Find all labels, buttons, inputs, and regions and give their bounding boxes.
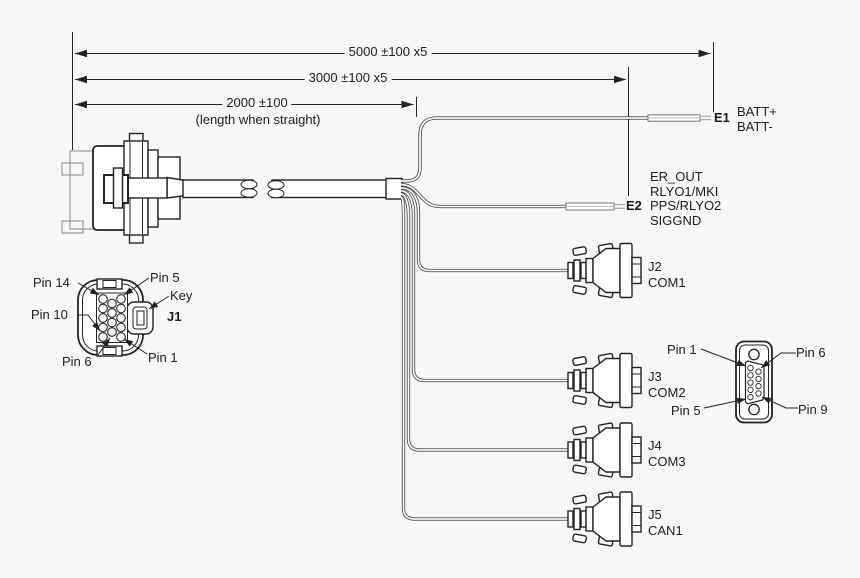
- j1-pin14-label: Pin 14: [33, 275, 70, 290]
- e2-stripped-end: [565, 202, 625, 211]
- dsub-pins: [747, 364, 762, 401]
- j1-key-label: Key: [170, 288, 193, 303]
- j2-dsub-side-view: [567, 242, 642, 299]
- dsub-pin6-label: Pin 6: [796, 345, 826, 360]
- j3-dsub-side-view: [567, 352, 642, 409]
- j5-dsub-side-view: [567, 491, 642, 547]
- connector-j2-label: J2 COM1: [648, 259, 686, 291]
- j4-id: J4: [648, 438, 662, 453]
- j1-face-view: [77, 277, 170, 357]
- j1-pin10-label: Pin 10: [31, 307, 68, 322]
- lead-e1-signals: BATT+ BATT-: [737, 104, 777, 134]
- dsub-pin1-label: Pin 1: [667, 342, 697, 357]
- j1-pin6-label: Pin 6: [62, 354, 92, 369]
- connector-j5-label: J5 CAN1: [648, 507, 683, 539]
- j2-function: COM1: [648, 275, 686, 290]
- j1-pins: [98, 294, 126, 342]
- j2-id: J2: [648, 259, 662, 274]
- signal-batt-plus: BATT+: [737, 104, 777, 119]
- dsub-pin9-label: Pin 9: [798, 402, 828, 417]
- j5-function: CAN1: [648, 523, 683, 538]
- breakout-sleeve: [385, 177, 403, 200]
- j1-pin5-label: Pin 5: [150, 270, 180, 285]
- j3-function: COM2: [648, 385, 686, 400]
- dimension-2000-note: (length when straight): [195, 112, 321, 127]
- j4-dsub-side-view: [567, 422, 642, 478]
- j1-connector-id-label: J1: [167, 309, 182, 324]
- signal-siggnd: SIGGND: [650, 212, 702, 228]
- lead-e2-id: E2: [626, 198, 642, 213]
- signal-pps-rlyo2: PPS/RLYO2: [650, 198, 722, 213]
- screw-hole-bottom: [748, 403, 760, 416]
- signal-rlyo1-mki: RLYO1/MKI: [650, 183, 719, 199]
- dimension-2000-label: 2000 ±100: [222, 95, 292, 111]
- dimension-3000-label: 3000 ±100 x5: [304, 70, 392, 86]
- dsub-face-view: [700, 340, 798, 424]
- connector-j3-label: J3 COM2: [648, 369, 686, 401]
- dsub-pin-leaders: [700, 348, 798, 409]
- j1-pin-leaders: [77, 277, 170, 356]
- dsub-pin5-label: Pin 5: [671, 403, 701, 418]
- lead-e1-id: E1: [714, 110, 730, 125]
- signal-er-out: ER_OUT: [650, 169, 703, 184]
- signal-batt-minus: BATT-: [737, 118, 773, 134]
- j3-id: J3: [648, 369, 662, 384]
- j5-id: J5: [648, 507, 662, 522]
- lead-e2-signals: ER_OUT RLYO1/MKI PPS/RLYO2 SIGGND: [650, 169, 722, 228]
- j1-connector-side-view: [61, 132, 187, 244]
- harness-wires: [399, 116, 650, 521]
- screw-hole-top: [748, 348, 760, 361]
- e1-stripped-end: [647, 114, 711, 122]
- j1-pin1-label: Pin 1: [148, 350, 178, 365]
- dimension-5000-label: 5000 ±100 x5: [344, 44, 432, 60]
- j4-function: COM3: [648, 454, 686, 469]
- braided-shield: [182, 177, 403, 200]
- connector-j4-label: J4 COM3: [648, 438, 686, 470]
